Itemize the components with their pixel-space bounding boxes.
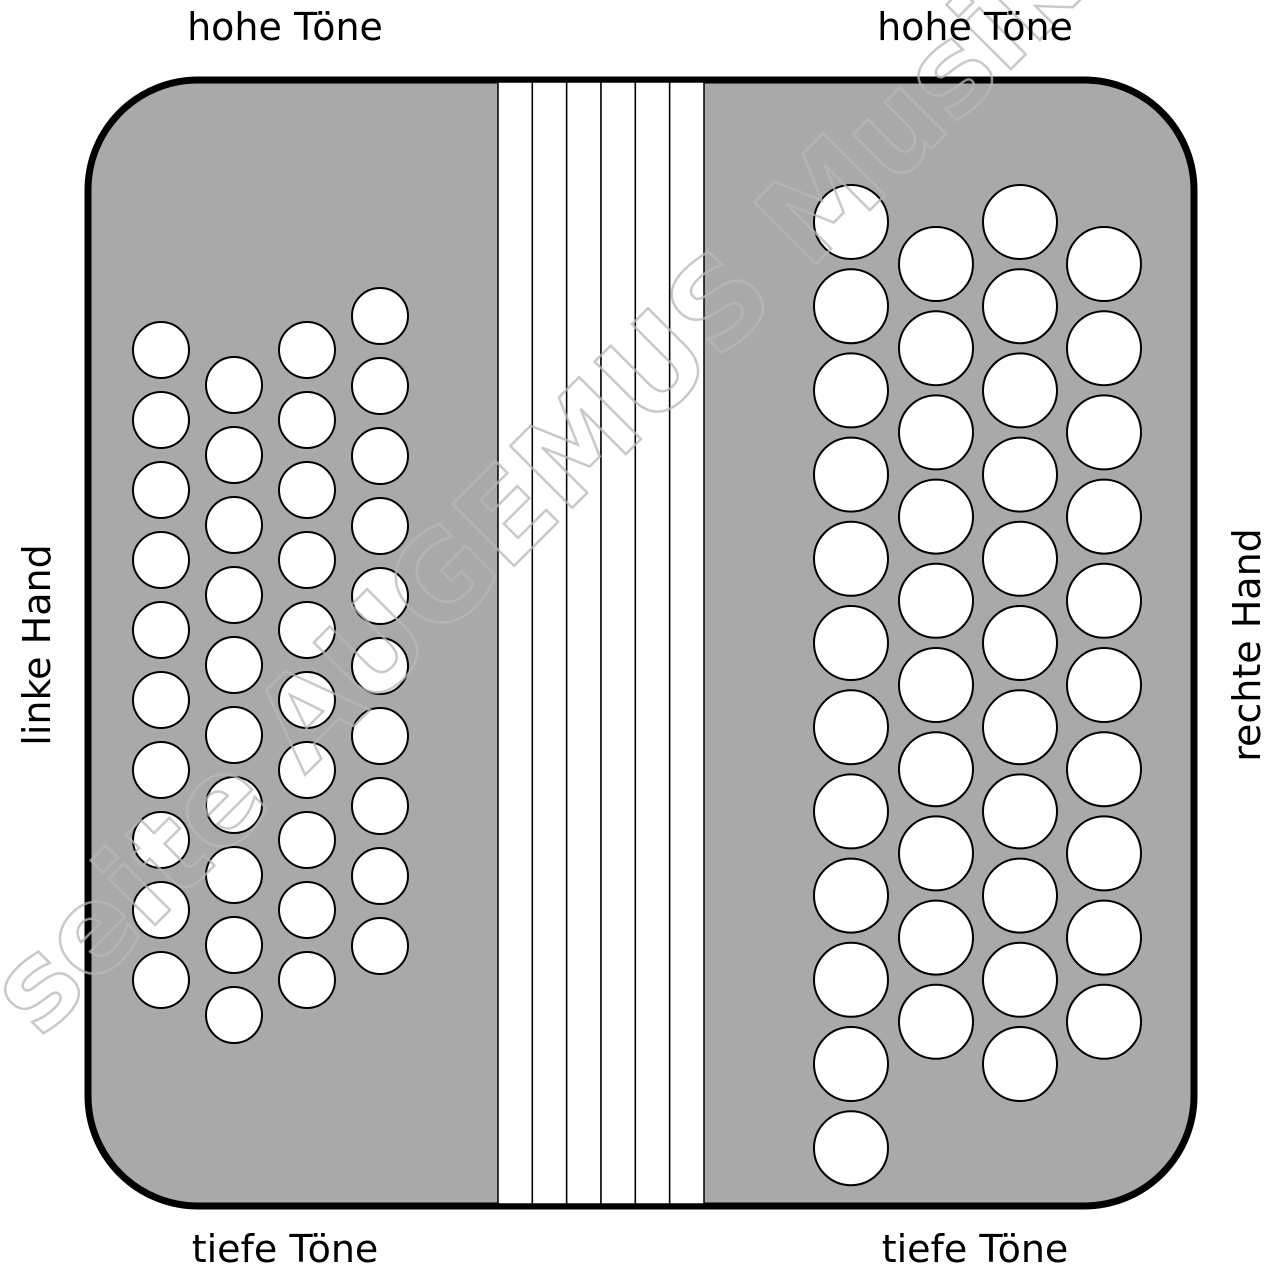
accordion-button bbox=[352, 428, 408, 484]
accordion-button bbox=[814, 522, 888, 596]
accordion-button bbox=[814, 1027, 888, 1101]
accordion-button bbox=[133, 462, 189, 518]
accordion-button bbox=[1067, 816, 1141, 890]
accordion-button bbox=[899, 311, 973, 385]
accordion-button bbox=[1067, 985, 1141, 1059]
accordion-button bbox=[1067, 395, 1141, 469]
accordion-button bbox=[133, 672, 189, 728]
accordion-button bbox=[352, 358, 408, 414]
accordion-button bbox=[206, 497, 262, 553]
accordion-button bbox=[352, 918, 408, 974]
accordion-button bbox=[279, 952, 335, 1008]
bellows-fold bbox=[532, 82, 566, 1204]
accordion-button bbox=[814, 353, 888, 427]
accordion-button bbox=[206, 427, 262, 483]
bellows-fold bbox=[498, 82, 532, 1204]
accordion-button bbox=[352, 288, 408, 344]
accordion-button bbox=[133, 602, 189, 658]
accordion-button bbox=[899, 732, 973, 806]
accordion-button bbox=[899, 901, 973, 975]
accordion-button bbox=[983, 943, 1057, 1017]
accordion-button bbox=[814, 438, 888, 512]
accordion-button bbox=[983, 774, 1057, 848]
accordion-button bbox=[899, 564, 973, 638]
label-bottom-left: tiefe Töne bbox=[192, 1227, 379, 1271]
label-top-right: hohe Töne bbox=[877, 5, 1073, 49]
accordion-button bbox=[133, 322, 189, 378]
accordion-button bbox=[279, 882, 335, 938]
accordion-button bbox=[352, 848, 408, 904]
accordion-button bbox=[899, 395, 973, 469]
accordion-button bbox=[206, 567, 262, 623]
accordion-button bbox=[279, 532, 335, 588]
accordion-button bbox=[814, 690, 888, 764]
accordion-button bbox=[983, 859, 1057, 933]
bellows-fold bbox=[635, 82, 669, 1204]
accordion-button bbox=[983, 1027, 1057, 1101]
accordion-button bbox=[983, 185, 1057, 259]
accordion-button bbox=[1067, 227, 1141, 301]
label-top-left: hohe Töne bbox=[187, 5, 383, 49]
accordion-button bbox=[814, 859, 888, 933]
accordion-button bbox=[1067, 732, 1141, 806]
accordion-button bbox=[899, 648, 973, 722]
bellows-fold bbox=[567, 82, 601, 1204]
accordion-button bbox=[206, 987, 262, 1043]
accordion-button bbox=[1067, 648, 1141, 722]
accordion-button bbox=[899, 816, 973, 890]
accordion-button bbox=[983, 269, 1057, 343]
accordion-button bbox=[352, 778, 408, 834]
label-left-hand: linke Hand bbox=[15, 544, 59, 745]
accordion-button bbox=[899, 985, 973, 1059]
accordion-button bbox=[279, 462, 335, 518]
accordion-button bbox=[983, 522, 1057, 596]
accordion-button bbox=[206, 917, 262, 973]
accordion-button bbox=[983, 438, 1057, 512]
bellows-fold bbox=[601, 82, 635, 1204]
accordion-button bbox=[1067, 564, 1141, 638]
accordion-button bbox=[814, 943, 888, 1017]
accordion-button bbox=[133, 392, 189, 448]
accordion-button bbox=[1067, 311, 1141, 385]
accordion-button bbox=[814, 606, 888, 680]
accordion-button bbox=[983, 690, 1057, 764]
accordion-button bbox=[983, 606, 1057, 680]
accordion-button bbox=[1067, 901, 1141, 975]
label-bottom-right: tiefe Töne bbox=[882, 1227, 1069, 1271]
accordion-button bbox=[814, 774, 888, 848]
accordion-button bbox=[899, 480, 973, 554]
accordion-button bbox=[279, 392, 335, 448]
accordion-button bbox=[983, 353, 1057, 427]
label-right-hand: rechte Hand bbox=[1225, 528, 1269, 762]
accordion-button bbox=[133, 532, 189, 588]
accordion-button bbox=[814, 1111, 888, 1185]
accordion-button bbox=[1067, 480, 1141, 554]
accordion-button bbox=[899, 227, 973, 301]
accordion-button bbox=[279, 322, 335, 378]
accordion-button bbox=[206, 357, 262, 413]
